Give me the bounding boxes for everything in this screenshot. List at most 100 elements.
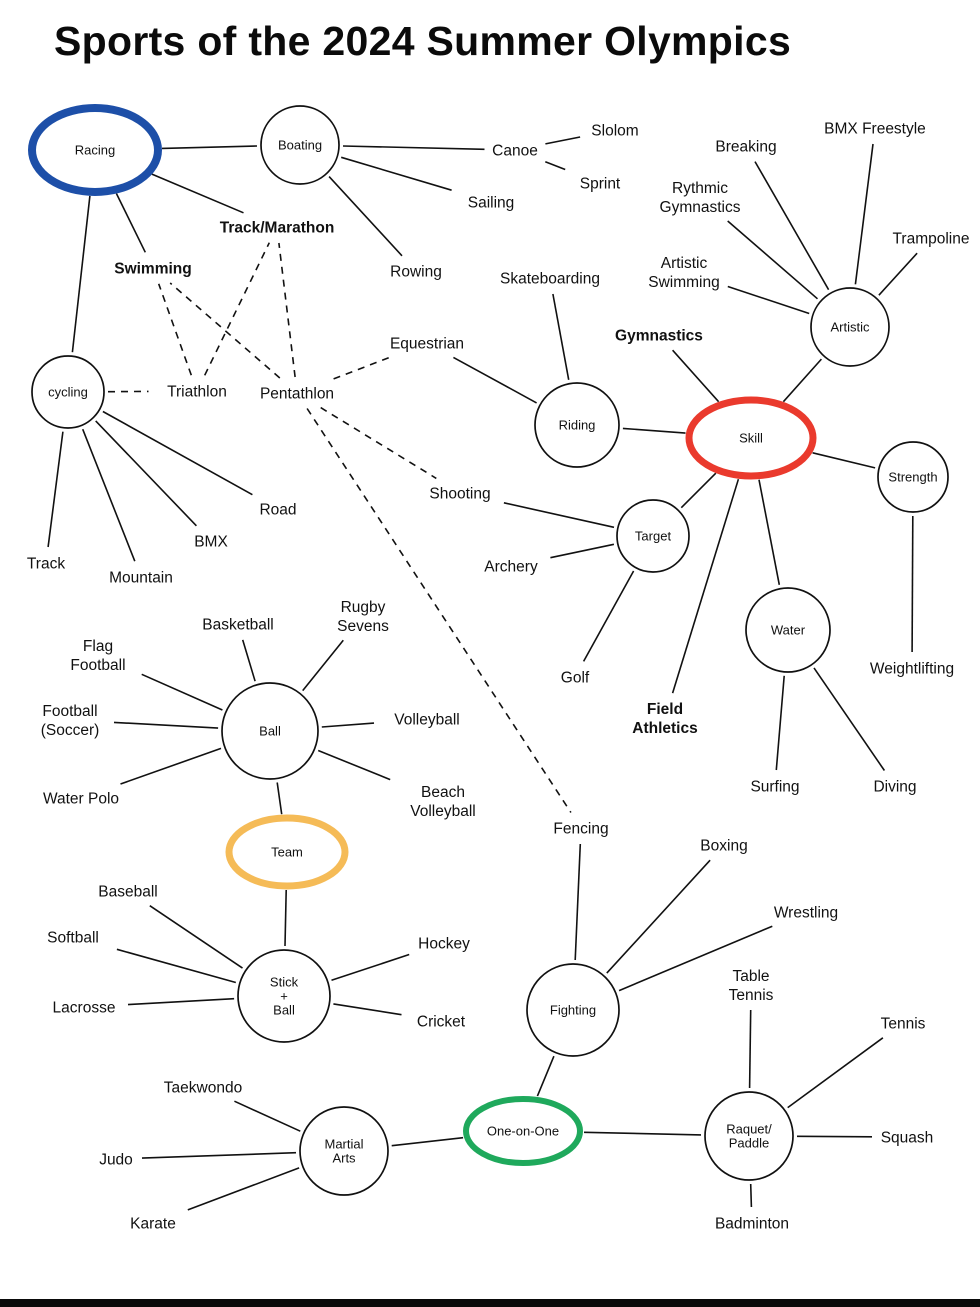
edge-raquet-squash [796,1135,873,1138]
label-trampoline: Trampoline [893,230,970,247]
edge-pentathlon-fencing [306,408,572,813]
edge-cycling-mountain [81,428,136,562]
edge-oneonone-raquet [583,1131,702,1136]
node-water: Water [745,587,831,673]
label-boxing: Boxing [700,837,747,854]
label-equestrian: Equestrian [390,335,464,352]
node-raquet-label: Raquet/Paddle [726,1122,772,1151]
edge-racing-cycling [71,195,91,353]
label-track: Track [27,555,65,572]
edge-fighting-fencing [574,843,582,961]
edge-cycling-track [47,431,64,548]
edge-racing-trackmarathon [151,173,244,214]
label-lacrosse: Lacrosse [53,999,116,1016]
node-team: Team [225,814,349,890]
edge-skateboarding-riding [552,293,570,380]
edge-raquet-tabletennis [748,1009,752,1089]
label-road: Road [259,501,296,518]
edge-ball-volleyball [321,722,375,728]
edge-martialarts-karate [187,1167,300,1211]
label-baseball: Baseball [98,883,157,900]
label-rowing: Rowing [390,263,442,280]
edge-canoe-sprint [545,161,566,171]
edge-ball-beachvolleyball [317,749,391,781]
edge-ball-rugbysevens [302,639,344,692]
node-oneonone-label: One-on-One [487,1124,559,1139]
label-taekwondo: Taekwondo [164,1079,242,1096]
node-strength-circle [877,441,949,513]
edge-ball-footballsoccer [113,721,219,729]
edge-ball-team [276,782,283,815]
edge-skill-water [758,479,781,585]
edge-pentathlon-swimming [169,282,281,379]
node-ball-label: Ball [259,724,281,739]
label-slolom: Slolom [591,122,638,139]
edge-stickball-softball [116,948,237,984]
node-riding-label: Riding [559,418,596,433]
edge-ball-basketball [241,639,256,682]
label-mountain: Mountain [109,569,173,586]
label-breaking: Breaking [715,138,776,155]
page-title: Sports of the 2024 Summer Olympics [54,18,792,64]
node-cycling: cycling [31,355,105,429]
label-surfing: Surfing [750,778,799,795]
node-oneonone: One-on-One [463,1096,583,1166]
node-skill-label: Skill [739,431,763,446]
node-stickball-label: Stick+Ball [270,975,299,1018]
edge-artistic-skill [782,358,822,403]
label-gymnastics: Gymnastics [615,327,703,344]
label-pentathlon: Pentathlon [260,385,334,402]
node-fighting-circle [526,963,620,1057]
edge-pentathlon-shooting [320,406,437,480]
edge-fighting-wrestling [618,925,773,992]
node-ball-circle [221,682,319,780]
node-boating-label: Boating [278,138,322,153]
node-water-label: Water [771,623,806,638]
label-cricket: Cricket [417,1013,466,1030]
node-racing: Racing [28,104,162,196]
edge-fighting-oneonone [536,1055,555,1097]
label-judo: Judo [99,1151,133,1168]
page-border-bottom [0,1299,980,1307]
edge-artistic-rythmicgym [727,220,819,300]
label-triathlon: Triathlon [167,383,227,400]
edge-target-shooting [503,502,615,529]
label-archery: Archery [484,558,538,575]
edge-stickball-lacrosse [127,997,235,1006]
edge-stickball-cricket [333,1003,402,1016]
edge-oneonone-martialarts [391,1136,464,1147]
label-bmx: BMX [194,533,228,550]
label-diving: Diving [873,778,916,795]
label-softball: Softball [47,929,99,946]
node-racing-circle [28,104,162,196]
edge-target-golf [582,570,635,662]
edge-boating-canoe [342,145,485,151]
label-badminton: Badminton [715,1215,789,1232]
node-racing-label: Racing [75,143,115,158]
label-hockey: Hockey [418,935,470,952]
edge-cycling-road [102,410,253,496]
label-trackmarathon: Track/Marathon [220,219,335,236]
edge-cycling-bmx [95,420,197,527]
edge-artistic-bmxfreestyle [854,143,874,285]
edge-raquet-badminton [749,1183,753,1208]
node-target: Target [616,499,690,573]
label-volleyball: Volleyball [394,711,460,728]
label-shooting: Shooting [429,485,490,502]
node-fighting: Fighting [526,963,620,1057]
node-cycling-label: cycling [48,385,88,400]
label-weightlifting: Weightlifting [870,660,954,677]
node-fighting-label: Fighting [550,1003,596,1018]
node-martialarts-circle [299,1106,389,1196]
label-waterpolo: Water Polo [43,790,119,807]
node-ball: Ball [221,682,319,780]
label-skateboarding: Skateboarding [500,270,600,287]
edge-fighting-boxing [606,859,711,974]
label-basketball: Basketball [202,616,274,633]
